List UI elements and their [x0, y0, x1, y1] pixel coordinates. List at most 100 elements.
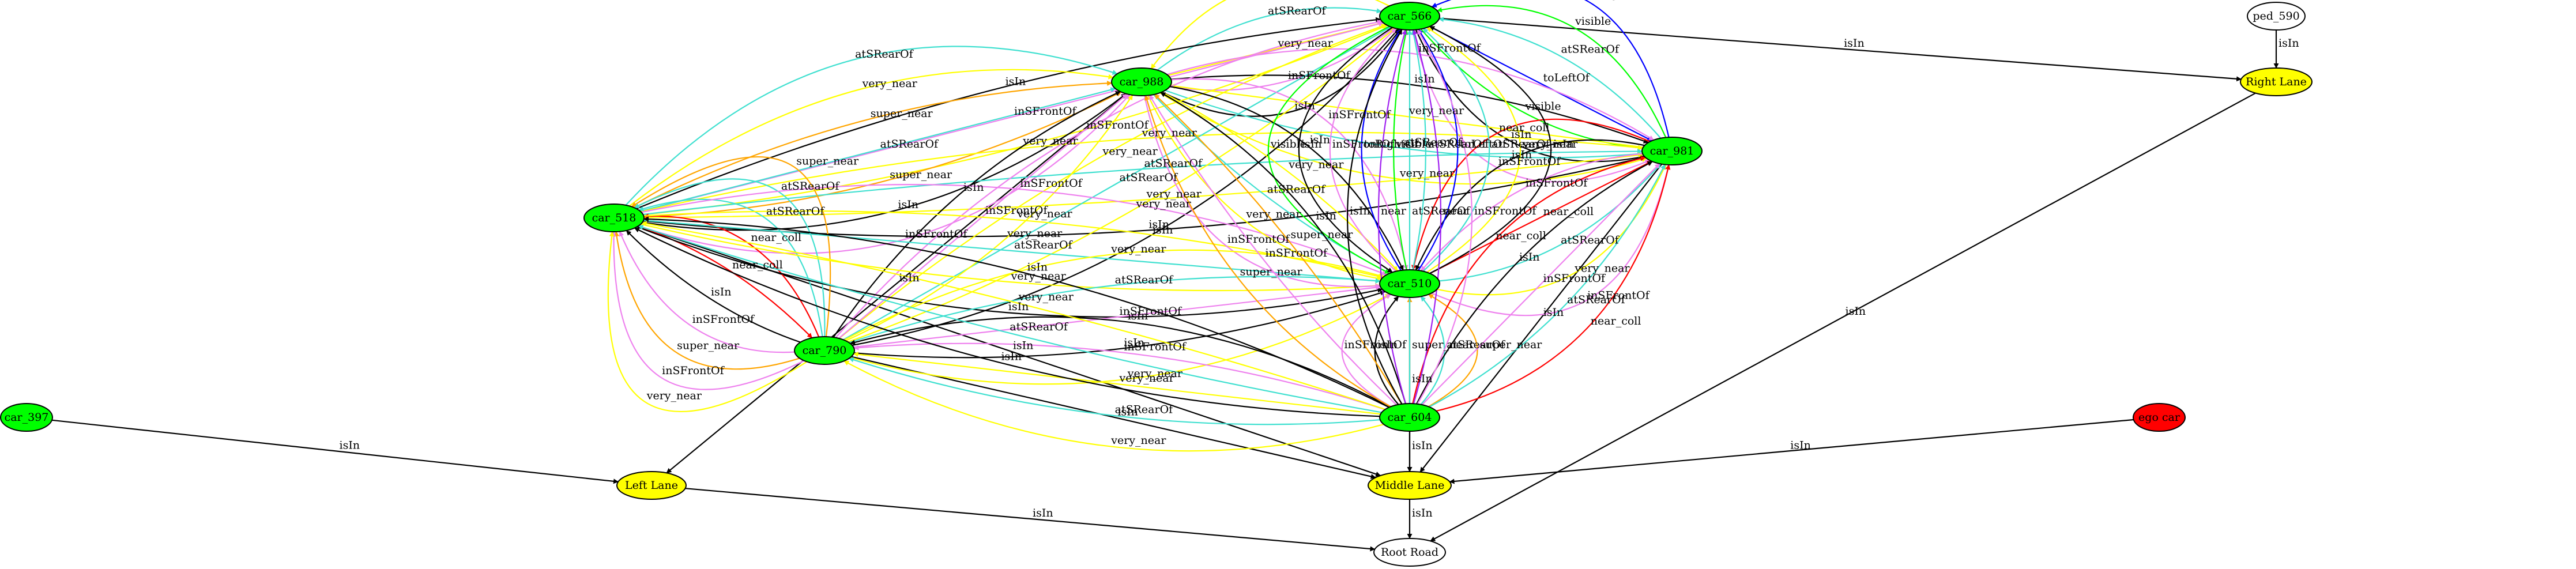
edge-car_518-middle_lane-isIn: [638, 225, 1381, 477]
edge-car_981-car_566-toRightOf: [1431, 0, 1670, 138]
edge-label: near_coll: [1499, 121, 1550, 134]
edge-label: inSFrontOf: [985, 204, 1048, 217]
edge-car_790-car_518-atSRearOf: [638, 198, 823, 337]
edge-label: near: [1443, 205, 1469, 217]
edge-label: very_near: [1288, 159, 1344, 171]
edge-label: atSRearOf: [781, 180, 841, 193]
edge-car_604-car_981-inSFrontOf: [1421, 163, 1660, 405]
edge-label: isIn: [1350, 205, 1370, 217]
edge-label: very_near: [1022, 135, 1078, 148]
node-shape: [616, 471, 687, 500]
edge-car_981-car_510-inSFrontOf: [1420, 153, 1643, 272]
edge-car_604-car_510-super_near: [1428, 293, 1478, 408]
edge-car_604-car_790-very_near: [843, 360, 1384, 452]
edge-label: inSFrontOf: [1543, 272, 1606, 285]
node-car-604[interactable]: car_604: [1379, 403, 1440, 432]
edge-label: super_near: [677, 339, 740, 352]
edge-label: atSRearOf: [1120, 171, 1179, 184]
edge-label: inSFrontOf: [1120, 305, 1182, 318]
node-car-510[interactable]: car_510: [1379, 269, 1440, 298]
edge-car_790-car_510-very_near: [850, 293, 1391, 385]
edge-car_604-car_790-atSRearOf: [848, 357, 1380, 425]
edge-label: isIn: [1790, 439, 1811, 451]
node-shape: [583, 204, 645, 232]
edge-car_790-car_518-isIn: [626, 230, 801, 343]
node-middle-lane[interactable]: Middle Lane: [1368, 471, 1452, 500]
node-label: car_510: [1388, 277, 1432, 290]
edge-label: isIn: [1414, 73, 1435, 85]
edge-car_988-left_lane-isIn: [666, 93, 1128, 474]
edge-label: very_near: [1007, 227, 1063, 240]
node-car-397[interactable]: car_397: [0, 403, 53, 432]
edge-label: very_near: [1119, 372, 1175, 385]
edge-car_510-car_566-very_near: [1426, 27, 1522, 273]
node-label: car_604: [1388, 411, 1432, 424]
edge-ego_car-middle_lane-isIn: [1449, 419, 2134, 484]
edge-label: atSRearOf: [1447, 338, 1506, 351]
edge-label: inSFrontOf: [1020, 177, 1083, 190]
node-left-lane[interactable]: Left Lane: [616, 471, 687, 500]
edge-car_604-car_566-inSFrontOf: [1417, 29, 1472, 405]
edge-label: very_near: [1018, 291, 1074, 303]
node-car-790[interactable]: car_790: [794, 336, 855, 365]
edge-label: very_near: [1245, 208, 1301, 220]
edge-car_604-car_988-super_near: [1154, 93, 1403, 405]
node-car-988[interactable]: car_988: [1111, 67, 1172, 96]
edge-label: toRightOf: [1364, 138, 1419, 150]
edge-car_988-car_510-very_near: [1147, 95, 1382, 281]
edge-label: atSRearOf: [766, 205, 826, 218]
edge-car_790-car_518-inSFrontOf: [619, 231, 795, 353]
node-right-lane[interactable]: Right Lane: [2240, 67, 2313, 96]
node-label: car_988: [1120, 76, 1164, 88]
edge-car_790-car_566-isIn: [852, 28, 1399, 346]
node-root-road[interactable]: Root Road: [1373, 538, 1446, 567]
edge-label: visible: [1395, 138, 1432, 150]
node-shape: [1368, 471, 1452, 500]
edge-car_604-car_518-very_near: [641, 221, 1385, 410]
edge-label: inSFrontOf: [1124, 340, 1187, 353]
edge-car_790-car_518-very_near: [607, 231, 808, 412]
edge-label: inSFrontOf: [1332, 138, 1395, 150]
edge-car_566-right_lane-isIn: [1439, 17, 2242, 82]
edge-label: isIn: [2279, 37, 2299, 50]
node-label: car_397: [5, 411, 49, 424]
edge-label: isIn: [1412, 507, 1433, 519]
edge-car_510-car_566-inSFrontOf: [1329, 28, 1397, 272]
edge-label: inSFrontOf: [1014, 105, 1077, 118]
edge-label: very_near: [1278, 37, 1334, 50]
edge-label: very_near: [1011, 270, 1067, 282]
edge-car_518-car_988-super_near: [643, 91, 1122, 217]
node-label: Root Road: [1381, 546, 1438, 559]
edge-car_518-car_988-isIn: [642, 93, 1127, 231]
edge-car_604-car_566-isIn: [1347, 29, 1403, 405]
edge-car_604-car_566-near: [1377, 29, 1407, 404]
node-shape: [1379, 269, 1440, 298]
edge-label: isIn: [1001, 351, 1022, 363]
edge-car_988-car_981-atSRearOf: [1165, 89, 1643, 159]
edge-car_981-car_566-visible: [1436, 5, 1667, 138]
edge-label: very_near: [1127, 367, 1183, 380]
nodes-layer: car_566 car_988 car_981 car_518 car_510 car_7…: [0, 2, 2313, 567]
edge-label: atSRearOf: [1561, 234, 1620, 247]
edge-label: near_coll: [1591, 315, 1641, 327]
edge-car_566-car_510-visible: [1267, 25, 1390, 274]
node-car-518[interactable]: car_518: [583, 204, 645, 232]
node-ped-590[interactable]: ped_590: [2247, 2, 2306, 31]
edge-label: isIn: [1553, 138, 1574, 150]
edge-car_518-car_790-near_coll: [638, 225, 813, 338]
node-car-981[interactable]: car_981: [1641, 137, 1703, 165]
node-car-566[interactable]: car_566: [1379, 2, 1440, 31]
edge-label: super_near: [1290, 228, 1353, 241]
edge-label: very_near: [1016, 208, 1072, 220]
node-ego-car[interactable]: ego car: [2133, 403, 2186, 432]
edge-label: toRightOf: [1588, 0, 1643, 1]
edge-label: very_near: [1142, 126, 1197, 139]
edge-car_510-car_566-visible: [1393, 29, 1408, 270]
edge-car_518-car_988-super_near: [634, 80, 1113, 209]
node-label: car_981: [1650, 145, 1694, 157]
edge-car_518-car_510-very_near: [641, 223, 1381, 292]
edge-label: visible: [1525, 100, 1561, 112]
edge-label: isIn: [1153, 224, 1173, 236]
edge-label: atSRearOf: [1567, 293, 1626, 306]
edge-car_604-car_518-isIn: [643, 216, 1389, 408]
